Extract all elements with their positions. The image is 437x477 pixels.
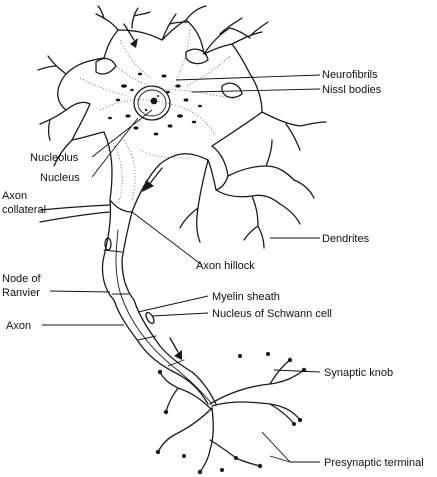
- impulse-arrows: [123, 23, 182, 360]
- label-nucleus-of-schwann-cell: Nucleus of Schwann cell: [212, 308, 332, 320]
- label-axon-hillock: Axon hillock: [196, 260, 255, 272]
- nissl-bodies: [108, 72, 202, 136]
- leader-lines: [42, 74, 321, 463]
- label-neurofibrils: Neurofibrils: [322, 69, 378, 81]
- label-dendrites: Dendrites: [322, 233, 370, 245]
- dendrites-right: [179, 111, 327, 249]
- label-axon: Axon: [6, 320, 31, 332]
- axon-and-myelin: [101, 199, 217, 405]
- nucleolus: [150, 97, 158, 105]
- label-nucleus: Nucleus: [40, 172, 80, 184]
- cell-body: [57, 19, 263, 213]
- label-presynaptic-terminal: Presynaptic terminal: [324, 457, 424, 469]
- dendrites-upper: [37, 5, 269, 167]
- label-node-of-ranvier-1: Node of: [2, 273, 41, 285]
- neurofibrils: [79, 29, 241, 206]
- label-nissl-bodies: Nissl bodies: [322, 84, 382, 96]
- axon-collateral: [39, 204, 111, 223]
- label-nucleolus: Nucleolus: [30, 152, 79, 164]
- label-synaptic-knob: Synaptic knob: [324, 367, 393, 379]
- labels: Neurofibrils Nissl bodies Nucleolus Nucl…: [2, 69, 424, 469]
- label-axon-collateral-1: Axon: [2, 190, 27, 202]
- terminal-branches: [157, 359, 305, 473]
- label-axon-collateral-2: collateral: [2, 204, 46, 216]
- nucleus: [133, 85, 171, 121]
- synaptic-knobs: [155, 352, 307, 475]
- label-node-of-ranvier-2: Ranvier: [2, 287, 40, 299]
- label-myelin-sheath: Myelin sheath: [212, 291, 280, 303]
